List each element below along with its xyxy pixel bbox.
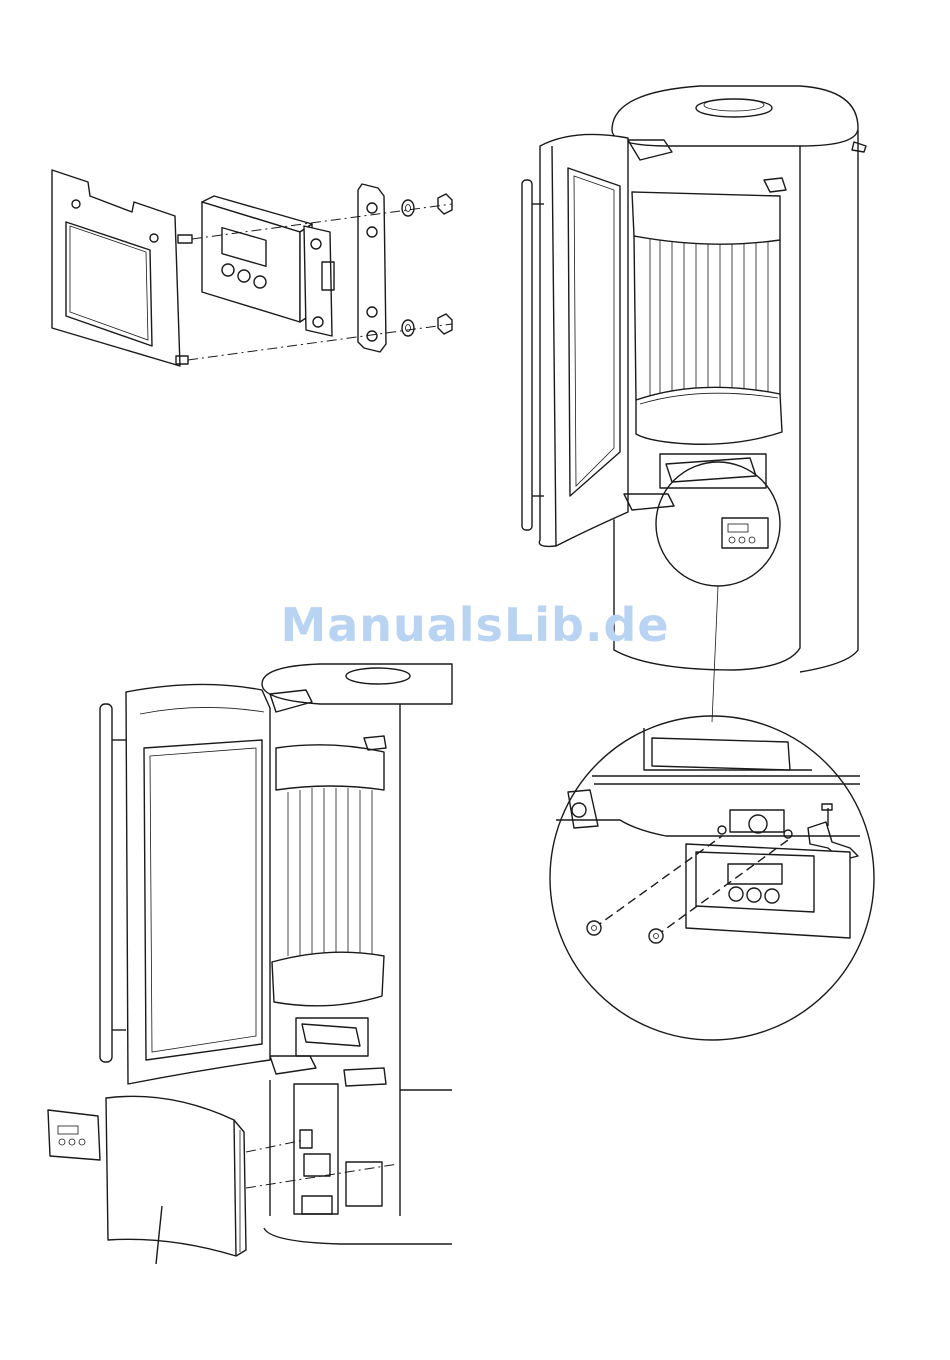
- door-handle: [522, 180, 532, 530]
- screw: [587, 921, 601, 935]
- firebox-ribs: [650, 238, 768, 400]
- door-latch: [364, 736, 386, 750]
- control-panel-small: [722, 518, 768, 548]
- control-panel-exploded-view: [52, 170, 452, 366]
- firebox-ribs: [288, 788, 372, 956]
- door-handle: [100, 704, 112, 1062]
- stud-pin: [178, 235, 192, 243]
- control-panel-detail-magnified: [550, 716, 874, 1040]
- stove-door-open-view: [522, 86, 866, 722]
- stove-top-plate: [612, 86, 858, 146]
- lower-hinge: [270, 1056, 316, 1074]
- firebox-baffle: [632, 192, 780, 244]
- removed-control-panel: [48, 1110, 100, 1160]
- bolt: [852, 142, 866, 152]
- stove-side-panel-removal-view: [48, 664, 452, 1264]
- front-frame-plate: [52, 170, 180, 366]
- screw: [649, 929, 663, 943]
- lower-mounting-frame: [294, 1084, 338, 1214]
- detail-marker-circle: [656, 462, 780, 586]
- rear-mounting-plate: [358, 184, 386, 352]
- detail-leader-line: [712, 586, 718, 722]
- door-latch: [764, 178, 786, 192]
- firebox-grate: [272, 952, 384, 1006]
- washer: [402, 320, 414, 336]
- mounting-slot: [730, 810, 784, 832]
- assembly-axis-line: [246, 1140, 304, 1152]
- connector: [300, 1130, 312, 1148]
- control-slot: [304, 1154, 330, 1176]
- mounting-bracket: [304, 226, 332, 336]
- lower-hinge: [624, 494, 674, 510]
- washer: [402, 200, 414, 216]
- access-opening: [346, 1162, 382, 1206]
- bottom-bracket: [302, 1196, 332, 1214]
- firebox-baffle: [276, 745, 384, 790]
- removed-side-panel: [106, 1096, 236, 1256]
